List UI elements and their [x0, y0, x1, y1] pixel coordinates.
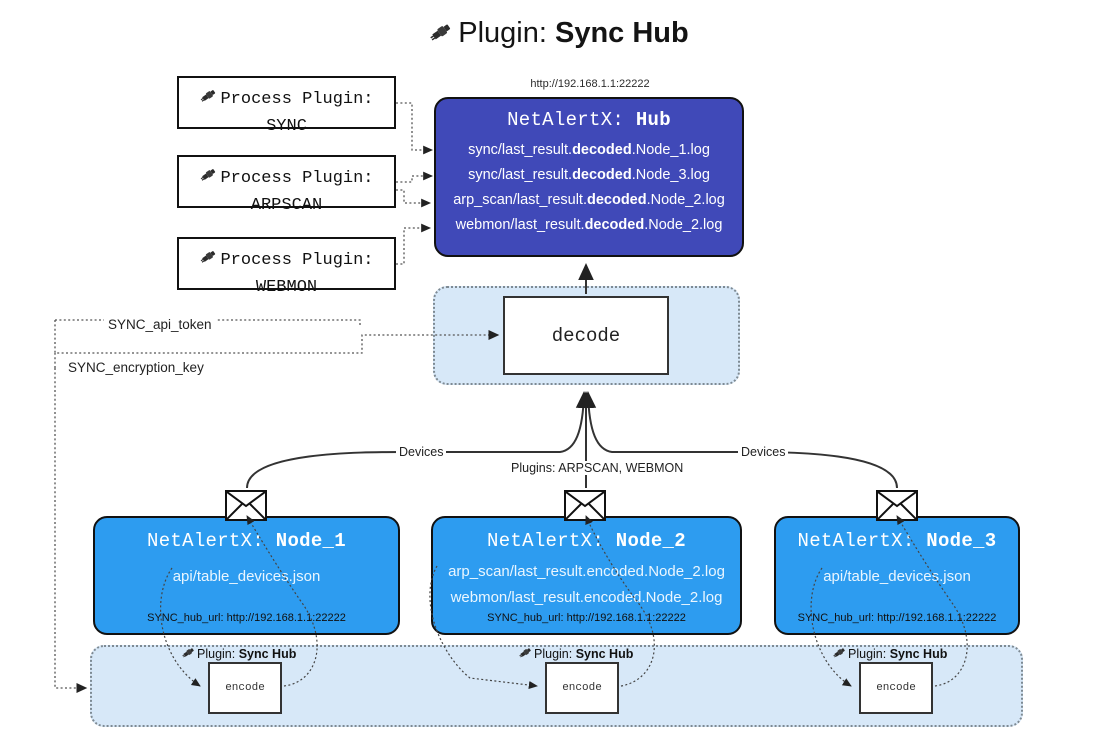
process-plugin-name: WEBMON [255, 277, 318, 297]
node-title: NetAlertX: Node_3 [797, 530, 997, 552]
encode-box-node-2[interactable]: encode [545, 662, 619, 714]
key-label-encryption-key: SYNC_encryption_key [64, 360, 208, 375]
node-hub-url: SYNC_hub_url: http://192.168.1.1:22222 [147, 612, 346, 624]
envelope-icon-node-2 [564, 490, 606, 521]
node-hub-url: SYNC_hub_url: http://192.168.1.1:22222 [797, 612, 997, 624]
process-plugin-name: SYNC [266, 116, 307, 136]
decode-box[interactable]: decode [503, 296, 669, 375]
encode-box-node-3[interactable]: encode [859, 662, 933, 714]
process-plugin-name: ARPSCAN [250, 195, 323, 215]
edge-label-devices-right: Devices [738, 445, 789, 459]
envelope-icon-node-1 [225, 490, 267, 521]
node-title: NetAlertX: Node_2 [487, 530, 686, 552]
process-plugin-box-sync[interactable]: Process Plugin: SYNC [177, 76, 396, 136]
plug-icon [428, 19, 454, 54]
process-plugin-box-arpscan[interactable]: Process Plugin: ARPSCAN [177, 155, 396, 215]
node-line: api/table_devices.json [823, 568, 971, 585]
process-plugin-title: Process Plugin: [220, 90, 374, 109]
hub-log-row: sync/last_result.decoded.Node_1.log [468, 142, 710, 158]
encode-label: encode [876, 682, 916, 694]
encode-plugin-label-node-3: Plugin: Sync Hub [832, 645, 947, 663]
key-label-api-token: SYNC_api_token [104, 317, 216, 332]
hub-url-label: http://192.168.1.1:22222 [530, 78, 650, 90]
node-box-node-2[interactable]: NetAlertX: Node_2 arp_scan/last_result.e… [431, 516, 742, 635]
page-title: Plugin: Sync Hub [0, 16, 1117, 54]
page-title-prefix: Plugin: [458, 17, 555, 49]
plug-icon [199, 247, 218, 276]
plug-icon [518, 645, 533, 663]
plug-icon [199, 86, 218, 115]
encode-label: encode [562, 682, 602, 694]
envelope-icon-node-3 [876, 490, 918, 521]
plug-icon [181, 645, 196, 663]
hub-log-row: webmon/last_result.decoded.Node_2.log [455, 217, 723, 233]
plug-icon [832, 645, 847, 663]
hub-node[interactable]: NetAlertX: Hub sync/last_result.decoded.… [434, 97, 744, 257]
hub-log-row: sync/last_result.decoded.Node_3.log [468, 167, 710, 183]
encode-box-node-1[interactable]: encode [208, 662, 282, 714]
node-line: api/table_devices.json [172, 568, 321, 585]
edge-label-plugins: Plugins: ARPSCAN, WEBMON [508, 461, 687, 475]
hub-log-row: arp_scan/last_result.decoded.Node_2.log [453, 192, 725, 208]
process-plugin-box-webmon[interactable]: Process Plugin: WEBMON [177, 237, 396, 297]
node-line: arp_scan/last_result.encoded.Node_2.log [448, 563, 725, 580]
decode-label: decode [551, 324, 621, 347]
node-box-node-3[interactable]: NetAlertX: Node_3 api/table_devices.json… [774, 516, 1020, 635]
plug-icon [199, 165, 218, 194]
node-title: NetAlertX: Node_1 [147, 530, 346, 552]
node-hub-url: SYNC_hub_url: http://192.168.1.1:22222 [487, 612, 686, 624]
page-title-name: Sync Hub [554, 17, 689, 49]
encode-plugin-label-node-2: Plugin: Sync Hub [518, 645, 633, 663]
hub-title: NetAlertX: Hub [507, 109, 671, 131]
encode-plugin-label-node-1: Plugin: Sync Hub [181, 645, 296, 663]
edge-label-devices-left: Devices [396, 445, 447, 459]
node-box-node-1[interactable]: NetAlertX: Node_1 api/table_devices.json… [93, 516, 400, 635]
process-plugin-title: Process Plugin: [220, 251, 374, 270]
process-plugin-title: Process Plugin: [220, 169, 374, 188]
encode-label: encode [225, 682, 265, 694]
node-line: webmon/last_result.encoded.Node_2.log [450, 589, 723, 606]
